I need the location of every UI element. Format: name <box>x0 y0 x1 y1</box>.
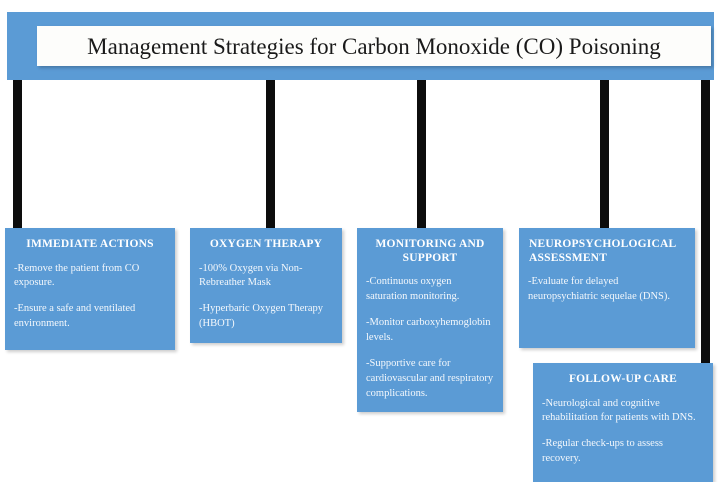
node-monitoring-and-support[interactable]: MONITORING AND SUPPORT -Continuous oxyge… <box>357 228 503 412</box>
connector-line-neuropsychological-assessment <box>600 80 609 228</box>
connector-line-immediate-actions <box>13 80 22 228</box>
node-neuropsychological-assessment[interactable]: NEUROPSYCHOLOGICAL ASSESSMENT -Evaluate … <box>519 228 695 348</box>
bullet-item: -Continuous oxygen saturation monitoring… <box>366 276 460 303</box>
node-title-immediate-actions: IMMEDIATE ACTIONS <box>26 238 154 250</box>
bullet-item: -Hyperbaric Oxygen Therapy (HBOT) <box>199 303 324 330</box>
node-title-neuropsychological-assessment: NEUROPSYCHOLOGICAL ASSESSMENT <box>529 238 676 264</box>
connector-line-monitoring-and-support <box>417 80 426 228</box>
bullet-item: -Evaluate for delayed neuropsychiatric s… <box>528 276 670 303</box>
node-body-follow-up-care: -Neurological and cognitive rehabilitati… <box>542 397 704 468</box>
bullet-item: -100% Oxygen via Non-Rebreather Mask <box>199 262 303 289</box>
node-body-immediate-actions: -Remove the patient from CO exposure. -E… <box>14 262 166 333</box>
node-title-follow-up-care: FOLLOW-UP CARE <box>568 373 678 385</box>
bullet-item: -Neurological and cognitive rehabilitati… <box>542 397 696 424</box>
bullet-item: -Supportive care for cardiovascular and … <box>366 357 494 399</box>
node-body-neuropsychological-assessment: -Evaluate for delayed neuropsychiatric s… <box>528 275 686 305</box>
bullet-item: -Remove the patient from CO exposure. <box>14 262 140 289</box>
title-banner: Management Strategies for Carbon Monoxid… <box>7 12 714 80</box>
connector-line-follow-up-care <box>701 80 710 363</box>
node-immediate-actions[interactable]: IMMEDIATE ACTIONS -Remove the patient fr… <box>5 228 175 350</box>
bullet-item: -Regular check-ups to assess recovery. <box>542 438 664 465</box>
node-oxygen-therapy[interactable]: OXYGEN THERAPY -100% Oxygen via Non-Rebr… <box>190 228 342 343</box>
connector-line-oxygen-therapy <box>266 80 275 228</box>
diagram-title: Management Strategies for Carbon Monoxid… <box>87 33 661 59</box>
title-plate: Management Strategies for Carbon Monoxid… <box>37 26 711 66</box>
bullet-item: -Monitor carboxyhemoglobin levels. <box>366 316 491 343</box>
node-title-oxygen-therapy: OXYGEN THERAPY <box>209 238 323 250</box>
node-title-monitoring-and-support: MONITORING AND SUPPORT <box>375 238 485 264</box>
node-body-monitoring-and-support: -Continuous oxygen saturation monitoring… <box>366 275 494 401</box>
bullet-item: -Ensure a safe and ventilated environmen… <box>14 303 136 330</box>
node-body-oxygen-therapy: -100% Oxygen via Non-Rebreather Mask -Hy… <box>199 262 333 333</box>
node-follow-up-care[interactable]: FOLLOW-UP CARE -Neurological and cogniti… <box>533 363 713 482</box>
